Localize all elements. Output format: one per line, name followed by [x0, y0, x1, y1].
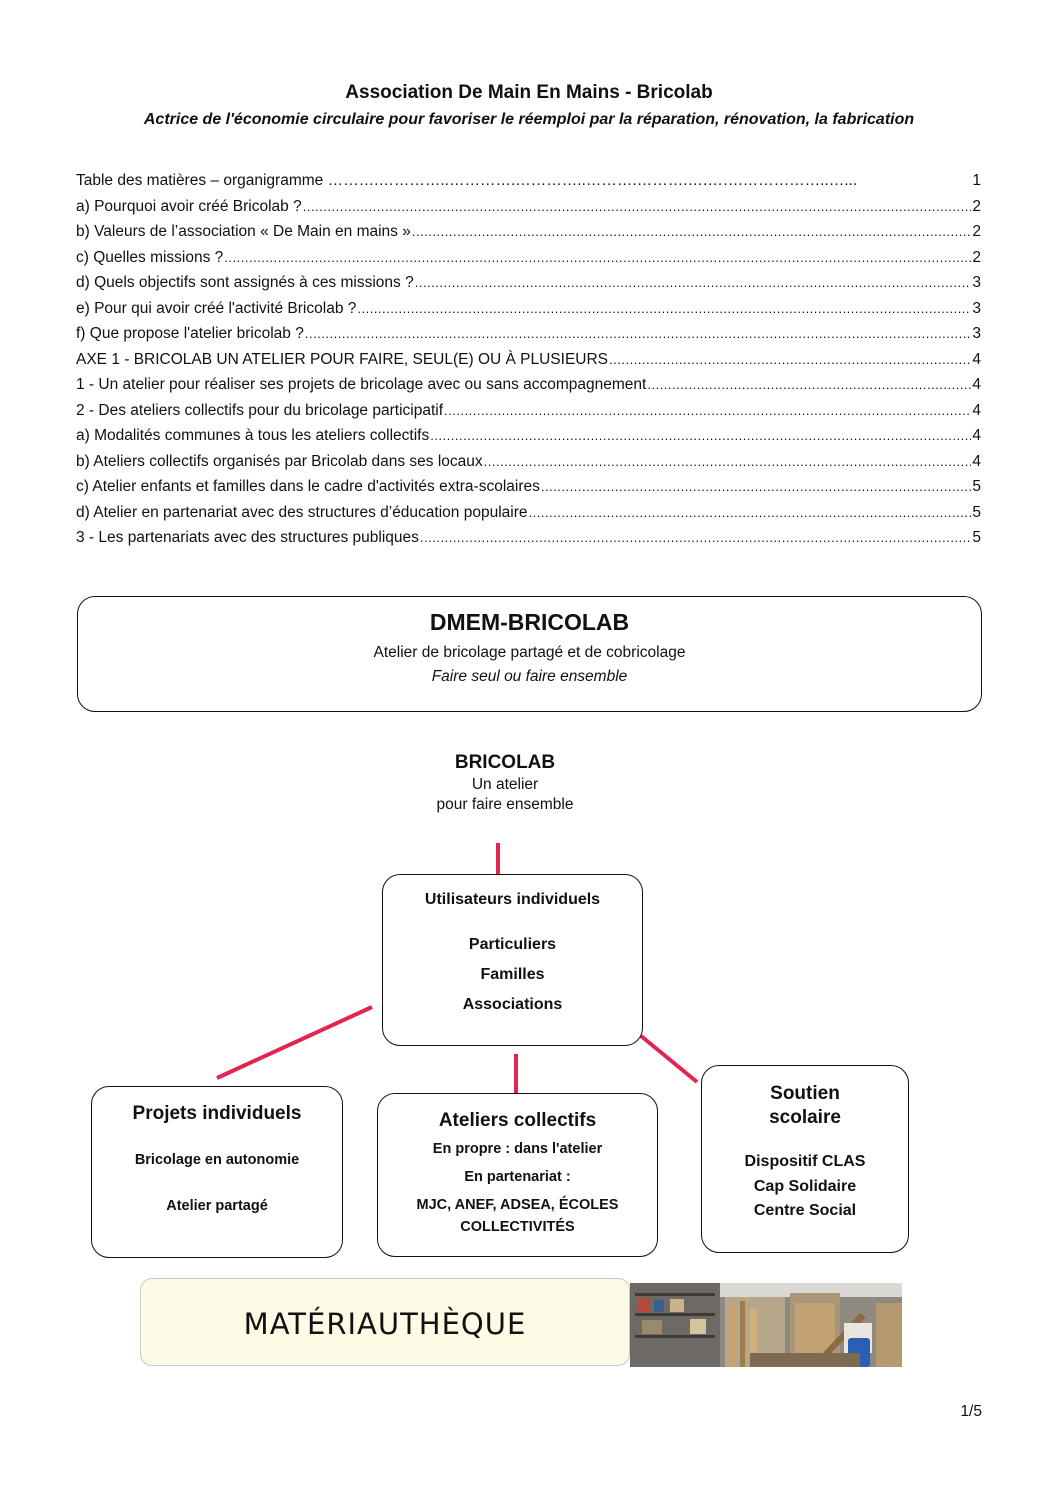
bricolab-line1: Un atelier	[471, 776, 539, 793]
toc-entry[interactable]: b) Valeurs de l’association « De Main en…	[76, 223, 981, 249]
toc-entry[interactable]: f) Que propose l'atelier bricolab ? 3	[76, 325, 981, 351]
toc-entry-page: 3	[972, 325, 981, 342]
toc-entry[interactable]: c) Quelles missions ? 2	[76, 249, 981, 275]
projects-item: Bricolage en autonomie	[134, 1152, 300, 1168]
dmem-bricolab-title: DMEM-BRICOLAB	[429, 609, 630, 635]
bricolab-line2: pour faire ensemble	[436, 796, 574, 813]
toc-entry-page: 4	[972, 401, 981, 419]
collective-item: COLLECTIVITÉS	[460, 1219, 575, 1235]
table-of-contents: Table des matières – organigramme ……….………	[76, 172, 981, 555]
toc-entry-text: Table des matières – organigramme ……….………	[76, 172, 858, 189]
toc-entry[interactable]: 3 - Les partenariats avec des structures…	[76, 529, 981, 555]
toc-entry[interactable]: c) Atelier enfants et familles dans le c…	[76, 478, 981, 504]
toc-entry[interactable]: Table des matières – organigramme ……….………	[76, 172, 981, 198]
workshop-photo-illustration	[630, 1283, 902, 1367]
projects-box: Projets individuels Bricolage en autonom…	[91, 1086, 343, 1258]
materiautheque-banner: MATÉRIAUTHÈQUE	[140, 1278, 630, 1366]
toc-entry[interactable]: d) Atelier en partenariat avec des struc…	[76, 504, 981, 530]
connector-line	[496, 843, 500, 876]
support-title-line1: Soutien	[770, 1083, 840, 1104]
toc-entry-page: 4	[972, 350, 981, 368]
toc-entry-text: e) Pour qui avoir créé l'activité Bricol…	[76, 299, 357, 317]
toc-entry[interactable]: d) Quels objectifs sont assignés à ces m…	[76, 274, 981, 300]
projects-title: Projets individuels	[132, 1103, 302, 1124]
materiautheque-label: MATÉRIAUTHÈQUE	[243, 1307, 527, 1341]
users-item: Associations	[462, 996, 563, 1013]
toc-entry-page: 3	[972, 274, 981, 291]
collective-title: Ateliers collectifs	[438, 1110, 597, 1131]
bricolab-title: BRICOLAB	[454, 752, 556, 773]
dmem-bricolab-description: Atelier de bricolage partagé et de cobri…	[373, 644, 686, 661]
support-item: Cap Solidaire	[753, 1178, 857, 1195]
bricolab-heading: BRICOLAB Un atelier pour faire ensemble	[380, 752, 630, 814]
toc-entry-text: 3 - Les partenariats avec des structures…	[76, 529, 419, 546]
toc-entry-text: 2 - Des ateliers collectifs pour du bric…	[76, 401, 444, 419]
support-box: Soutien scolaire Dispositif CLAS Cap Sol…	[701, 1065, 909, 1253]
toc-entry-page: 5	[972, 478, 981, 495]
support-title: Soutien scolaire	[702, 1082, 908, 1130]
toc-entry-text: c) Atelier enfants et familles dans le c…	[76, 478, 540, 495]
collective-item: MJC, ANEF, ADSEA, ÉCOLES	[416, 1197, 619, 1213]
users-item: Familles	[480, 966, 545, 983]
users-title: Utilisateurs individuels	[424, 891, 601, 908]
projects-item: Atelier partagé	[166, 1198, 268, 1214]
connector-to-projects	[216, 1005, 373, 1080]
toc-entry-text: 1 - Un atelier pour réaliser ses projets…	[76, 376, 647, 393]
toc-entry-text: b) Valeurs de l’association « De Main en…	[76, 223, 411, 240]
toc-entry-text: b) Ateliers collectifs organisés par Bri…	[76, 452, 483, 470]
toc-entry[interactable]: 1 - Un atelier pour réaliser ses projets…	[76, 376, 981, 402]
users-box: Utilisateurs individuels Particuliers Fa…	[382, 874, 643, 1046]
toc-entry-text: d) Atelier en partenariat avec des struc…	[76, 503, 528, 521]
workshop-photo	[630, 1283, 902, 1367]
toc-entry-page: 4	[972, 376, 981, 393]
document-subtitle: Actrice de l'économie circulaire pour fa…	[143, 111, 915, 128]
toc-entry-page: 1	[972, 172, 981, 189]
toc-entry-text: AXE 1 - BRICOLAB UN ATELIER POUR FAIRE, …	[76, 350, 609, 368]
toc-entry-text: a) Pourquoi avoir créé Bricolab ?	[76, 197, 302, 215]
toc-entry[interactable]: AXE 1 - BRICOLAB UN ATELIER POUR FAIRE, …	[76, 351, 981, 377]
support-item: Dispositif CLAS	[744, 1153, 866, 1170]
toc-entry[interactable]: b) Ateliers collectifs organisés par Bri…	[76, 453, 981, 479]
toc-entry-page: 5	[972, 503, 981, 521]
toc-entry-page: 2	[972, 197, 981, 215]
toc-entry-page: 2	[972, 223, 981, 240]
collective-item: En propre : dans l'atelier	[432, 1141, 603, 1157]
users-item: Particuliers	[468, 936, 557, 953]
collective-item: En partenariat :	[464, 1169, 571, 1185]
dmem-bricolab-tagline: Faire seul ou faire ensemble	[431, 668, 628, 685]
toc-entry-text: d) Quels objectifs sont assignés à ces m…	[76, 274, 414, 291]
toc-entry[interactable]: a) Modalités communes à tous les atelier…	[76, 427, 981, 453]
toc-entry-text: c) Quelles missions ?	[76, 248, 224, 266]
toc-entry-page: 2	[972, 248, 981, 266]
toc-entry-text: f) Que propose l'atelier bricolab ?	[76, 325, 304, 342]
document-title: Association De Main En Mains - Bricolab	[345, 82, 713, 103]
page-number: 1/5	[960, 1403, 982, 1420]
toc-entry[interactable]: e) Pour qui avoir créé l'activité Bricol…	[76, 300, 981, 326]
toc-entry[interactable]: a) Pourquoi avoir créé Bricolab ? 2	[76, 198, 981, 224]
support-item: Centre Social	[753, 1202, 857, 1219]
toc-entry[interactable]: 2 - Des ateliers collectifs pour du bric…	[76, 402, 981, 428]
toc-entry-page: 5	[972, 529, 981, 546]
connector-to-support	[639, 1034, 699, 1084]
toc-entry-page: 4	[972, 452, 981, 470]
toc-entry-page: 4	[972, 427, 981, 444]
dmem-bricolab-box: DMEM-BRICOLAB Atelier de bricolage parta…	[77, 596, 982, 712]
collective-box: Ateliers collectifs En propre : dans l'a…	[377, 1093, 658, 1257]
toc-entry-page: 3	[972, 299, 981, 317]
toc-entry-text: a) Modalités communes à tous les atelier…	[76, 427, 430, 444]
support-title-line2: scolaire	[769, 1107, 841, 1128]
